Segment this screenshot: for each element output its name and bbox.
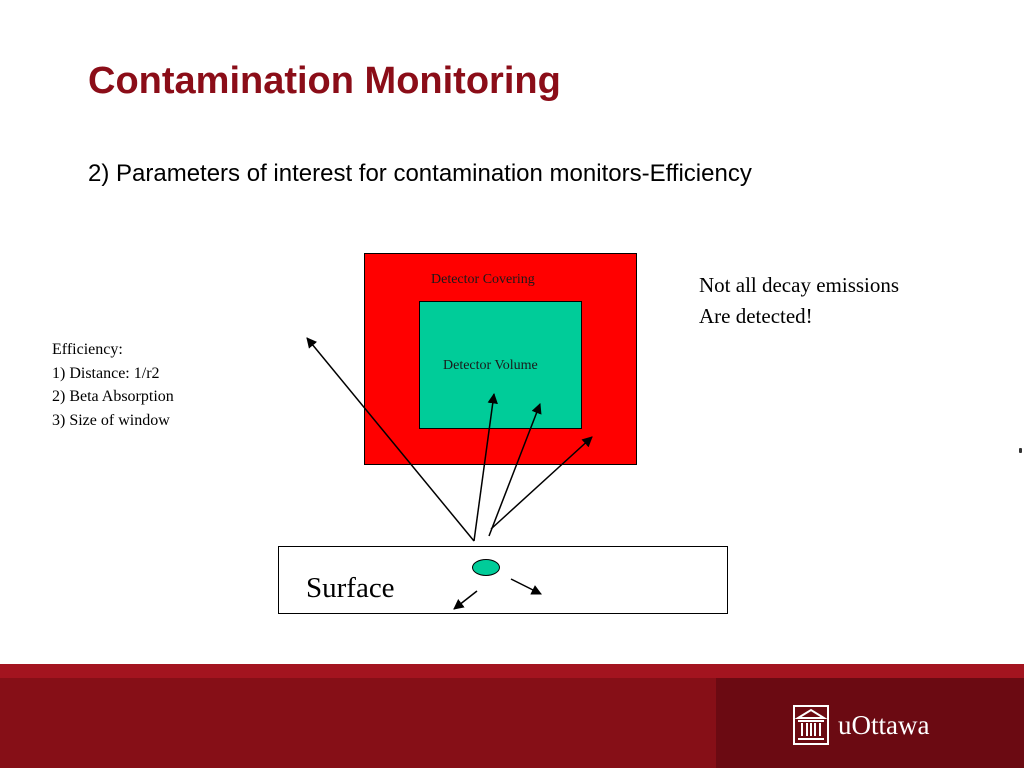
stray-mark <box>1019 448 1022 453</box>
efficiency-list: Efficiency: 1) Distance: 1/r2 2) Beta Ab… <box>52 338 174 432</box>
detection-note-line: Not all decay emissions <box>699 273 900 297</box>
detector-volume-label: Detector Volume <box>443 358 538 373</box>
surface-label: Surface <box>306 572 395 604</box>
slide-subtitle: 2) Parameters of interest for contaminat… <box>88 160 752 187</box>
efficiency-item: 1) Distance: 1/r2 <box>52 364 160 382</box>
detector-covering-label: Detector Covering <box>431 272 535 287</box>
university-logo-text: uOttawa <box>838 710 930 740</box>
university-building-icon <box>793 705 829 745</box>
footer-logo-panel <box>716 678 1024 768</box>
efficiency-item: 2) Beta Absorption <box>52 388 174 405</box>
radioactive-source <box>472 559 500 576</box>
detection-note: Not all decay emissions Are detected! <box>699 270 899 332</box>
slide-title: Contamination Monitoring <box>88 60 561 102</box>
surface <box>278 546 728 614</box>
efficiency-heading: Efficiency: <box>52 341 123 358</box>
detection-note-line: Are detected! <box>699 304 813 328</box>
footer-accent-line <box>0 664 1024 678</box>
efficiency-item: 3) Size of window <box>52 411 170 429</box>
